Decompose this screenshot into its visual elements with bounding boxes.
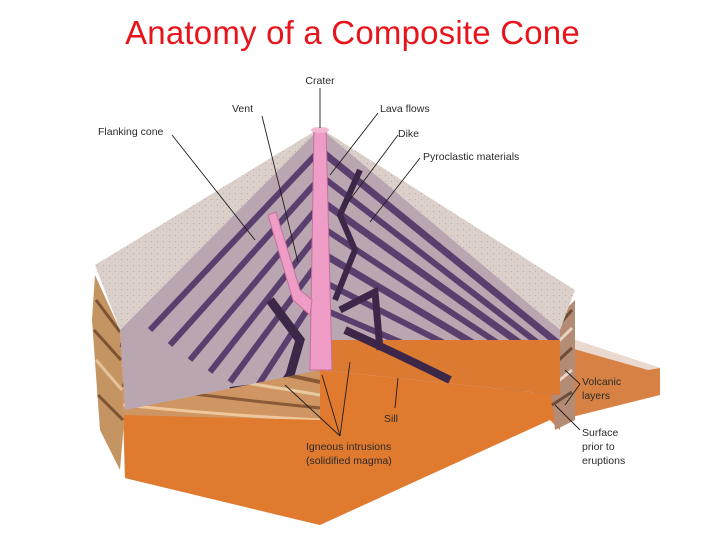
label-surface-line3: eruptions <box>582 455 625 467</box>
label-pyroclastic-materials: Pyroclastic materials <box>423 151 519 163</box>
label-igneous-line1: Igneous intrusions <box>306 441 391 453</box>
ground-slab <box>560 335 660 420</box>
label-surface-line1: Surface <box>582 427 618 439</box>
label-crater: Crater <box>305 75 335 87</box>
label-lava-flows: Lava flows <box>380 103 430 115</box>
cone-left-surface <box>95 128 320 330</box>
label-volcanic-layers-line1: Volcanic <box>582 376 621 388</box>
label-vent: Vent <box>232 103 253 115</box>
label-flanking-cone: Flanking cone <box>98 126 164 138</box>
label-igneous-line2: (solidified magma) <box>306 455 392 467</box>
leader-lines <box>171 88 581 437</box>
right-strata-block <box>320 300 575 525</box>
label-volcanic-layers-line2: layers <box>582 390 610 402</box>
label-sill: Sill <box>384 413 398 425</box>
vent-conduit <box>267 127 333 371</box>
label-surface-line2: prior to <box>582 441 615 453</box>
cone-right-surface <box>320 128 575 330</box>
page-title: Anatomy of a Composite Cone <box>125 14 580 51</box>
label-dike: Dike <box>398 128 419 140</box>
